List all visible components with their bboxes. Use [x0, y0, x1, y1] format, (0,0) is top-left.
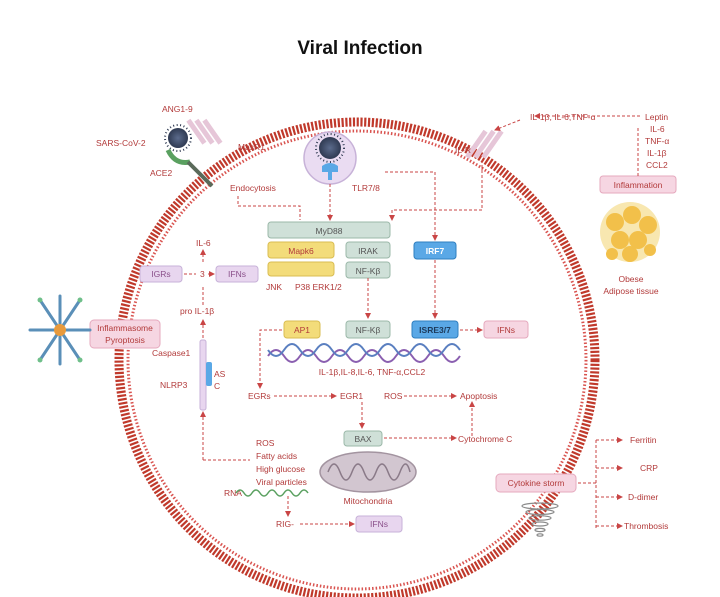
ferritin-label: Ferritin	[630, 435, 657, 445]
tlr-label: TLR7/8	[352, 183, 380, 193]
inflammasome-label: Inflammasome	[97, 323, 153, 333]
pyroptosis-label: Pyroptosis	[105, 335, 145, 345]
sars-label: SARS-CoV-2	[96, 138, 146, 148]
mitochondria-icon	[319, 451, 417, 493]
rna-label: RNA	[224, 488, 242, 498]
ddimer-label: D-dimer	[628, 492, 658, 502]
irf7-box	[413, 241, 457, 260]
crp-label: CRP	[640, 463, 658, 473]
inflammation-label: Inflammation	[614, 180, 663, 190]
il-r-label: IL-R	[455, 145, 471, 155]
ifns-bottom-label: IFNs	[370, 519, 388, 529]
right-tnf-label: TNF-α	[645, 136, 669, 146]
cytochrome-label: Cytochrome C	[458, 434, 512, 444]
il-top-label: IL-1β, IL-6,TNF-α	[530, 112, 596, 122]
jnk-label: JNK	[266, 282, 282, 292]
ifns-left-box	[215, 265, 259, 283]
mitochondria-label: Mitochondria	[344, 496, 393, 506]
apoptosis-label: Apoptosis	[460, 391, 497, 401]
myd88-box	[267, 221, 391, 239]
isre-box	[411, 320, 459, 339]
high-glucose-label: High glucose	[256, 464, 305, 474]
mapk6-box	[267, 241, 335, 259]
ros-label: ROS	[256, 438, 275, 448]
nfkb-upper-label: NF-Kβ	[356, 266, 381, 276]
ace2-label: ACE2	[150, 168, 172, 178]
rig-label: RIG-	[276, 519, 294, 529]
ang-label: ANG1-9	[162, 104, 193, 114]
cytokine-storm-box	[495, 473, 577, 493]
myd88-label: MyD88	[316, 226, 343, 236]
ifns-right-label: IFNs	[497, 325, 515, 335]
mapk6-lower-box	[267, 261, 335, 277]
p38-label: P38 ERK1/2	[295, 282, 342, 292]
sars-virus-icon	[164, 124, 192, 152]
cell-membrane-inner	[126, 129, 588, 591]
mapk6-label: Mapk6	[288, 246, 314, 256]
right-il1b-label: IL-1β	[647, 148, 667, 158]
masr1-label: MasR1	[238, 142, 265, 152]
igrs-box	[139, 265, 183, 283]
asc-bar	[206, 362, 212, 386]
ifns-bottom-box	[355, 515, 403, 533]
tornado-icon	[521, 502, 559, 537]
adipose-tissue-icon	[600, 202, 660, 262]
adipose-label: Adipose tissue	[603, 286, 659, 296]
il6-label: IL-6	[196, 238, 211, 248]
inflammasome-complex-icon	[28, 294, 92, 366]
right-il6-label: IL-6	[650, 124, 665, 134]
ifns-left-label: IFNs	[228, 269, 246, 279]
thrombosis-label: Thrombosis	[624, 521, 668, 531]
diagram-title: Viral Infection	[297, 38, 422, 59]
fatty-acids-label: Fatty acids	[256, 451, 297, 461]
egrs-label: EGRs	[248, 391, 271, 401]
right-ccl2-label: CCL2	[646, 160, 668, 170]
c-label: C	[214, 381, 220, 391]
ap1-label: AP1	[294, 325, 310, 335]
ifns-right-box	[483, 320, 529, 339]
irak-label: IRAK	[358, 246, 378, 256]
irak-box	[345, 241, 391, 259]
endocytosis-vesicle-icon	[303, 131, 357, 185]
number-3-label: 3	[200, 269, 205, 279]
isre-label: ISRE3/7	[419, 325, 451, 335]
nfkb-lower-label: NF-Kβ	[356, 325, 381, 335]
dna-helix-icon	[267, 343, 461, 363]
irf7-label: IRF7	[426, 246, 445, 256]
masr1-receptor-icon	[186, 118, 223, 145]
igrs-label: IGRs	[151, 269, 170, 279]
bax-label: BAX	[354, 434, 371, 444]
cell-membrane-outer	[114, 117, 600, 597]
obese-label: Obese	[618, 274, 643, 284]
nlrp3-label: NLRP3	[160, 380, 188, 390]
inflammasome-box	[89, 319, 161, 349]
ap1-box	[283, 320, 321, 339]
as-label: AS	[214, 369, 226, 379]
ros-mid-label: ROS	[384, 391, 403, 401]
bax-box	[343, 430, 383, 447]
viral-particles-label: Viral particles	[256, 477, 307, 487]
cytokines-label: IL-1β,IL-8,IL-6, TNF-α,CCL2	[319, 367, 426, 377]
caspase1-label: Caspase1	[152, 348, 191, 358]
endocytosis-label: Endocytosis	[230, 183, 276, 193]
rna-strand-icon	[235, 489, 309, 497]
il-r-receptor-icon	[465, 129, 504, 159]
pro-il1b-label: pro IL-1β	[180, 306, 214, 316]
nfkb-lower-box	[345, 320, 391, 339]
leptin-label: Leptin	[645, 112, 668, 122]
egr1-label: EGR1	[340, 391, 363, 401]
inflammasome-complex-bar	[199, 339, 207, 411]
cytokine-storm-label: Cytokine storm	[508, 478, 565, 488]
ace2-receptor-icon	[165, 148, 214, 188]
